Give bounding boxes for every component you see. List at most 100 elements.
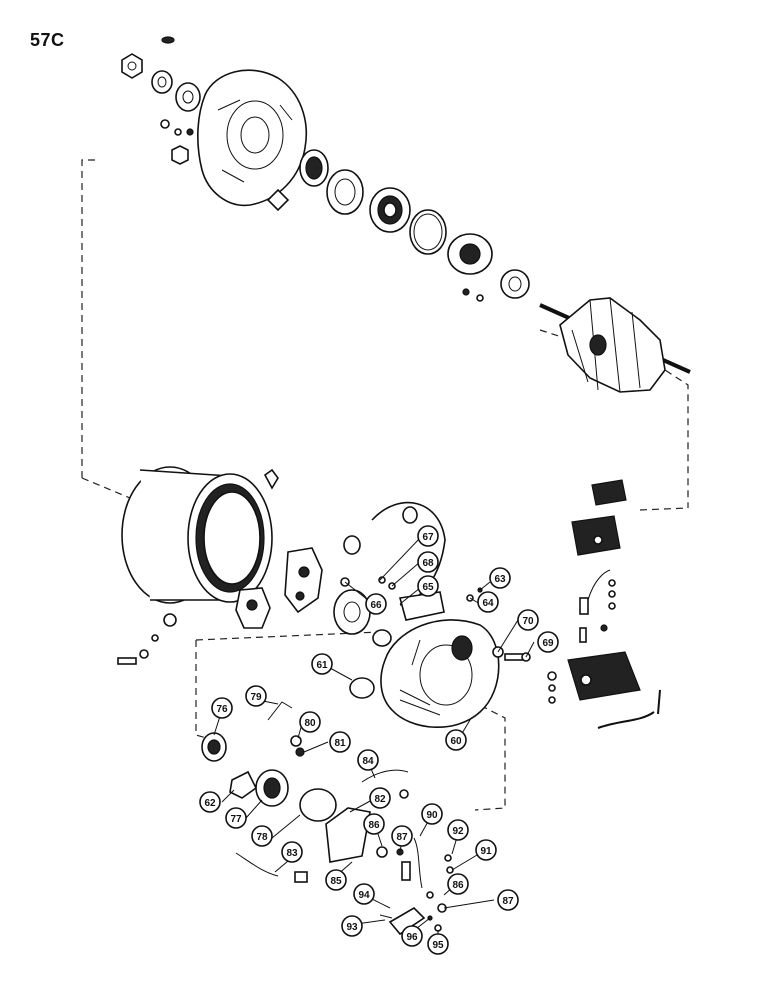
rotor — [539, 297, 691, 393]
collar-sleeve — [500, 269, 530, 299]
svg-text:85: 85 — [330, 876, 342, 887]
callout-82: 82 — [369, 787, 391, 809]
collar — [326, 169, 364, 215]
svg-text:87: 87 — [396, 832, 408, 843]
rear-bearing — [255, 769, 289, 807]
svg-text:93: 93 — [346, 922, 358, 933]
svg-text:92: 92 — [452, 826, 464, 837]
callout-84: 84 — [357, 749, 379, 771]
svg-text:63: 63 — [494, 574, 506, 585]
callout-85: 85 — [325, 869, 347, 891]
bolt-lower-left — [117, 613, 177, 665]
cover-plate — [325, 807, 371, 863]
callout-66: 66 — [365, 593, 387, 615]
svg-text:68: 68 — [422, 558, 434, 569]
svg-text:67: 67 — [422, 532, 434, 543]
callout-67: 67 — [417, 525, 439, 547]
page-label: 57C — [30, 30, 65, 50]
svg-text:66: 66 — [370, 600, 382, 611]
callout-76: 76 — [211, 697, 233, 719]
plug — [299, 788, 337, 822]
svg-text:80: 80 — [304, 718, 316, 729]
screw-small — [462, 288, 470, 296]
diode-block-right — [284, 547, 323, 614]
callout-60: 60 — [445, 729, 467, 751]
svg-text:70: 70 — [522, 616, 534, 627]
svg-text:95: 95 — [432, 940, 444, 951]
callout-62: 62 — [199, 791, 221, 813]
lead-83 — [235, 852, 279, 877]
callout-83: 83 — [281, 841, 303, 863]
callout-78: 78 — [251, 825, 273, 847]
callout-65: 65 — [417, 575, 439, 597]
assembly-guide-right — [639, 507, 689, 511]
lead-wire — [587, 569, 611, 601]
insulator-plate — [398, 591, 445, 621]
svg-text:87: 87 — [502, 896, 514, 907]
voltage-regulator — [567, 651, 641, 701]
diode-block-left — [235, 587, 271, 629]
bolt-small — [160, 119, 194, 136]
svg-text:60: 60 — [450, 736, 462, 747]
svg-text:64: 64 — [482, 598, 494, 609]
callout-86: 86 — [363, 813, 385, 835]
lead-90 — [413, 837, 423, 889]
svg-text:82: 82 — [374, 794, 386, 805]
key — [161, 36, 175, 44]
callout-61: 61 — [311, 653, 333, 675]
svg-text:79: 79 — [250, 692, 262, 703]
callout-79: 79 — [245, 685, 267, 707]
slip-ring-end-frame — [380, 619, 500, 729]
bushing — [349, 677, 375, 699]
callout-90: 90 — [421, 803, 443, 825]
regulator-lead — [597, 711, 655, 729]
cap-small — [343, 535, 361, 555]
front-bearing — [369, 187, 411, 233]
drive-end-frame — [197, 69, 308, 207]
lead-84 — [361, 769, 409, 783]
assembly-guide-lower — [195, 640, 506, 811]
stator — [121, 466, 273, 604]
screw-small-2 — [476, 294, 484, 302]
lug-nut — [171, 145, 189, 165]
slip-ring — [333, 589, 371, 635]
callout-91: 91 — [475, 839, 497, 861]
svg-text:86: 86 — [368, 820, 380, 831]
retainer-ring — [409, 209, 447, 255]
callout-64: 64 — [477, 591, 499, 613]
callout-77: 77 — [225, 807, 247, 829]
svg-text:69: 69 — [542, 638, 554, 649]
stator-lug — [263, 468, 279, 490]
svg-text:84: 84 — [362, 756, 374, 767]
callout-80: 80 — [299, 711, 321, 733]
lead-79 — [267, 701, 293, 721]
svg-text:81: 81 — [334, 738, 346, 749]
callout-68: 68 — [417, 551, 439, 573]
callout-81: 81 — [329, 731, 351, 753]
svg-text:86: 86 — [452, 880, 464, 891]
svg-text:76: 76 — [216, 704, 228, 715]
spacer-ring — [372, 629, 392, 647]
callout-96: 96 — [401, 925, 423, 947]
spacer — [175, 82, 201, 112]
brush-holder — [591, 479, 627, 506]
lock-washer — [151, 70, 173, 94]
callout-87: 87 — [391, 825, 413, 847]
callout-94: 94 — [353, 883, 375, 905]
svg-text:62: 62 — [204, 798, 216, 809]
callout-86-b: 86 — [447, 873, 469, 895]
assembly-guide-frame — [81, 477, 381, 641]
svg-text:78: 78 — [256, 832, 268, 843]
svg-text:94: 94 — [358, 890, 370, 901]
callout-69: 69 — [537, 631, 559, 653]
svg-text:65: 65 — [422, 582, 434, 593]
tab-plate — [266, 188, 290, 212]
capacitor — [388, 906, 426, 936]
snap-ring — [229, 770, 258, 799]
callout-63: 63 — [489, 567, 511, 589]
brush-cap — [402, 506, 418, 524]
brush-holder-base — [571, 515, 621, 556]
svg-text:61: 61 — [316, 660, 328, 671]
retainer-plate — [447, 233, 493, 275]
